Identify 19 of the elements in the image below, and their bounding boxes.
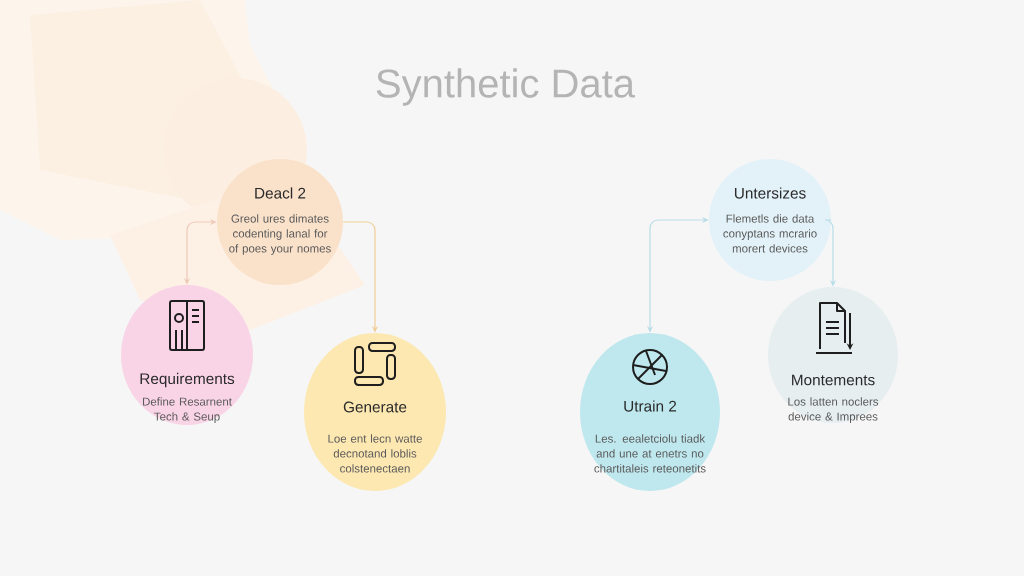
circle-node — [768, 287, 898, 423]
node-title: Untersizes — [735, 187, 806, 199]
node-description: Define Resarnent Tech & Seup — [143, 397, 232, 423]
circle-node — [304, 333, 446, 491]
node-title: Generate — [343, 401, 407, 413]
node-description: Loe ent lecn watte decnotand loblis colstenectaen — [328, 434, 422, 473]
node-title: Montements — [792, 374, 875, 386]
circle-node — [217, 159, 343, 285]
node-title: Utrain 2 — [624, 400, 677, 412]
node-title: Requirements — [140, 372, 235, 388]
title: Synthetic Data — [376, 68, 636, 106]
node-description: Flemetls die data conyptans mcrario morert devices — [723, 214, 817, 253]
circle-node — [580, 333, 720, 491]
circle-node — [121, 285, 253, 425]
node-description: Greol ures dimates codenting lanal for of poes your nomes — [229, 214, 331, 255]
node-description: Los latten noclers device & Imprees — [788, 397, 879, 423]
circle-node — [709, 159, 831, 281]
node-title: Deacl 2 — [255, 187, 306, 199]
node-description: Les. eealetciolu tiadk and une at enetrs no chartitaleis reteonetits — [594, 434, 706, 473]
